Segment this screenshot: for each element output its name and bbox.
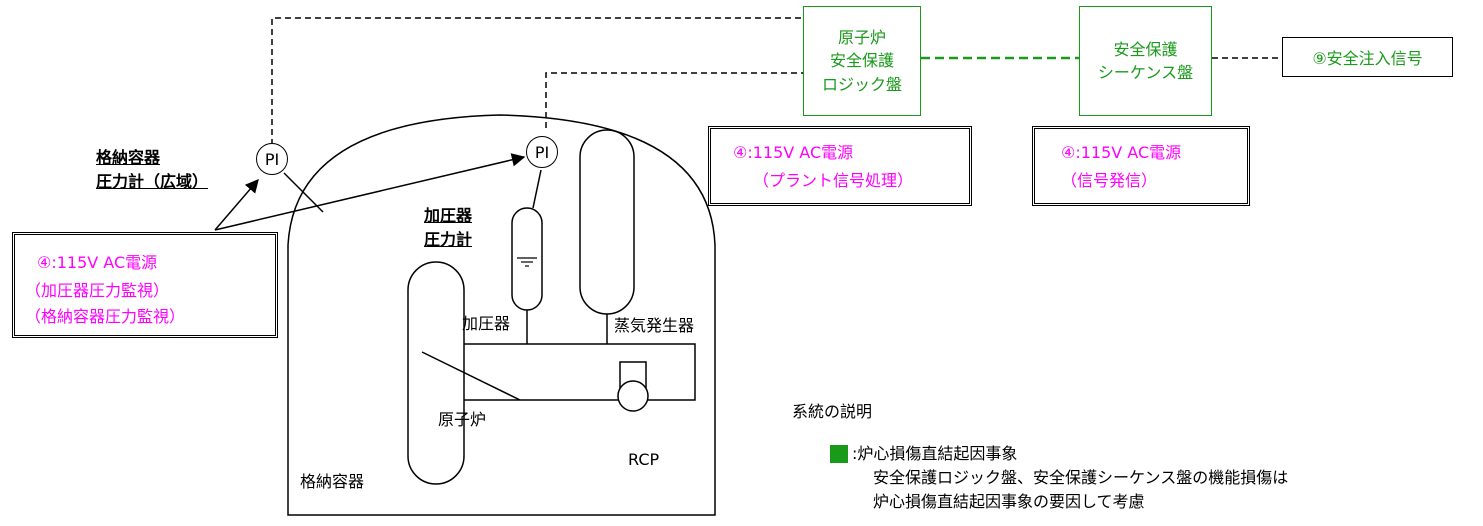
arrow-to-pressurizer-pi	[214, 153, 526, 231]
arrow-to-containment-pi	[214, 178, 259, 231]
power-supply-signal-send: ④:115V AC電源 （信号発信）	[1032, 126, 1250, 206]
signal-line-pressurizer	[545, 72, 803, 128]
containment-gauge-label-2: 圧力計（広域）	[96, 172, 209, 191]
signal-line-containment	[271, 17, 803, 145]
power-supply-pressure-monitor: ④:115V AC電源 （加圧器圧力監視） （格納容器圧力監視）	[12, 232, 278, 338]
containment-label: 格納容器	[300, 472, 365, 491]
steam-generator-label: 蒸気発生器	[614, 316, 695, 335]
steam-generator-shape	[579, 129, 635, 315]
pressurizer-shape	[511, 207, 543, 311]
reactor-protection-logic-panel: 原子炉 安全保護 ロジック盤	[803, 6, 921, 116]
rcp-pump	[617, 380, 649, 412]
rcp-label: RCP	[628, 450, 660, 469]
protection-sequence-panel: 安全保護 シーケンス盤	[1079, 6, 1212, 116]
legend-desc-2: 炉心損傷直結起因事象の要因して考慮	[873, 492, 1145, 511]
pressurizer-label: 加圧器	[462, 314, 511, 333]
containment-gauge-label-1: 格納容器	[96, 148, 161, 167]
power-supply-plant-signal: ④:115V AC電源 （プラント信号処理）	[708, 126, 972, 206]
legend-desc-1: 安全保護ロジック盤、安全保護シーケンス盤の機能損傷は	[873, 468, 1289, 487]
pressurizer-pi-indicator: PI	[526, 136, 558, 168]
reactor-shape	[407, 261, 465, 485]
piping	[464, 343, 696, 401]
containment-vessel	[287, 114, 716, 516]
legend-swatch	[830, 445, 848, 463]
containment-pi-indicator: PI	[256, 143, 288, 175]
pressurizer-gauge-label-2: 圧力計	[424, 230, 473, 249]
safety-injection-signal-box: ⑨安全注入信号	[1282, 37, 1453, 77]
legend-item: :炉心損傷直結起因事象	[852, 444, 1018, 463]
reactor-label: 原子炉	[438, 410, 487, 429]
pressurizer-gauge-label-1: 加圧器	[424, 206, 473, 225]
legend-title: 系統の説明	[792, 402, 873, 421]
